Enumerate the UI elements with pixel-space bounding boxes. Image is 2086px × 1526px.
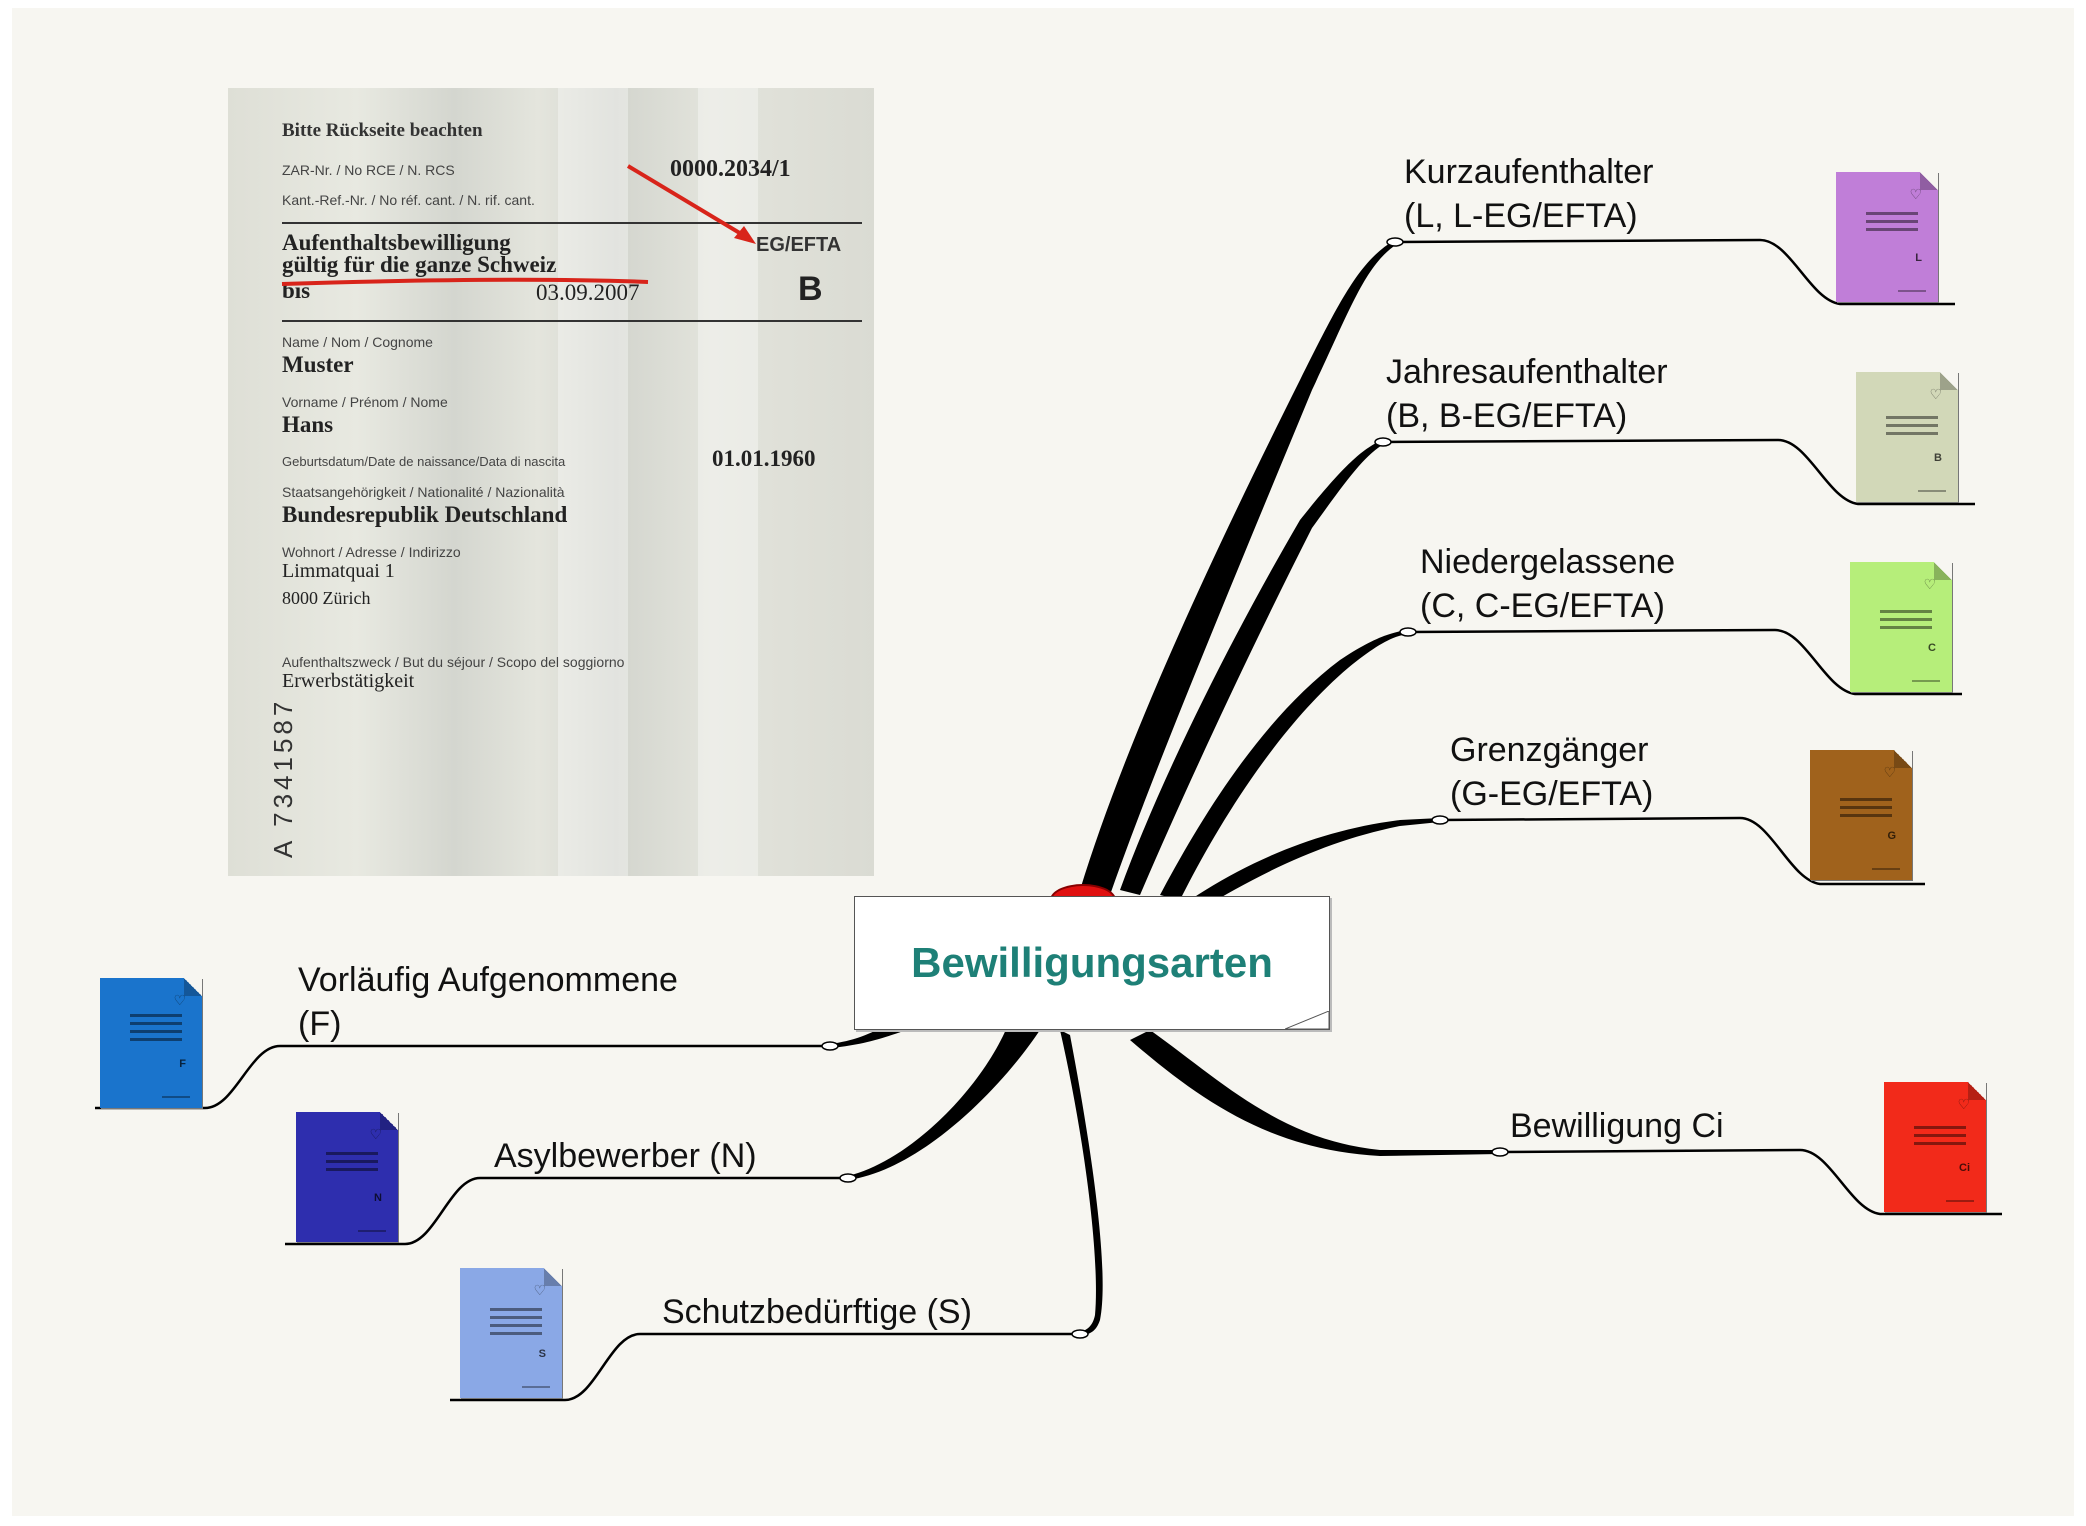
branch-asylbewerber[interactable]: Asylbewerber (N) (494, 1137, 757, 1175)
permit-valid-until: 03.09.2007 (536, 280, 640, 305)
permit-nationality: Bundesrepublik Deutschland (282, 502, 568, 527)
permit-name: Muster (282, 352, 354, 377)
permit-booklet-n-icon[interactable]: ♡ N (296, 1112, 398, 1242)
permit-zar-label: ZAR-Nr. / No RCE / N. RCS (282, 162, 455, 178)
permit-category: B (798, 270, 823, 308)
connector-nieder (1160, 630, 1408, 900)
connector-jahres (1120, 440, 1384, 895)
permit-vorname-label: Vorname / Prénom / Nome (282, 394, 448, 410)
permit-kant-label: Kant.-Ref.-Nr. / No réf. cant. / N. rif.… (282, 192, 535, 208)
permit-booklet-ci-icon[interactable]: ♡ Ci (1884, 1082, 1986, 1212)
permit-number: 0000.2034/1 (670, 156, 791, 182)
permit-title-2: gültig für die ganze Schweiz (282, 252, 557, 277)
page-fold-icon (1285, 1011, 1329, 1029)
permit-purpose: Erwerbstätigkeit (282, 670, 415, 692)
branch-grenzgaenger[interactable]: Grenzgänger (G-EG/EFTA) (1450, 731, 1654, 813)
permit-nationality-label: Staatsangehörigkeit / Nationalité / Nazi… (282, 484, 565, 500)
branch-jahresaufenthalter[interactable]: Jahresaufenthalter (B, B-EG/EFTA) (1386, 353, 1668, 435)
branch-schutzbeduerftige[interactable]: Schutzbedürftige (S) (662, 1293, 972, 1331)
branch-niedergelassene[interactable]: Niedergelassene (C, C-EG/EFTA) (1420, 543, 1676, 625)
permit-eg-efta: EG/EFTA (756, 234, 842, 256)
permit-purpose-label: Aufenthaltszweck / But du séjour / Scopo… (282, 654, 625, 670)
connector-asyl (848, 1020, 1040, 1180)
center-node[interactable]: Bewilligungsarten (854, 896, 1330, 1030)
permit-booklet-b-icon[interactable]: ♡ B (1856, 372, 1958, 502)
permit-address-label: Wohnort / Adresse / Indirizzo (282, 544, 461, 560)
permit-title-1: Aufenthaltsbewilligung (282, 230, 511, 255)
connector-ci (1130, 1030, 1500, 1156)
branch-kurzaufenthalter[interactable]: Kurzaufenthalter (L, L-EG/EFTA) (1404, 153, 1654, 235)
permit-address-2: 8000 Zürich (282, 588, 371, 608)
permit-name-label: Name / Nom / Cognome (282, 334, 433, 350)
connector-schutz (1060, 1030, 1103, 1336)
permit-vorname: Hans (282, 412, 334, 437)
permit-birth-label: Geburtsdatum/Date de naissance/Data di n… (282, 454, 566, 469)
permit-birth-date: 01.01.1960 (712, 446, 816, 471)
permit-address-1: Limmatquai 1 (282, 560, 395, 582)
permit-hint: Bitte Rückseite beachten (282, 120, 483, 141)
permit-booklet-g-icon[interactable]: ♡ G (1810, 750, 1912, 880)
connector-kurz (1080, 240, 1397, 895)
red-annotation (281, 164, 756, 286)
permit-booklet-l-icon[interactable]: ♡ L (1836, 172, 1938, 302)
permit-card-image: Bitte Rückseite beachten ZAR-Nr. / No RC… (228, 88, 874, 876)
permit-booklet-s-icon[interactable]: ♡ S (460, 1268, 562, 1398)
center-title: Bewilligungsarten (911, 939, 1273, 986)
branch-bewilligung-ci[interactable]: Bewilligung Ci (1510, 1107, 1724, 1145)
branch-vorlaeufig[interactable]: Vorläufig Aufgenommene (F) (298, 961, 678, 1043)
permit-booklet-c-icon[interactable]: ♡ C (1850, 562, 1952, 692)
permit-booklet-f-icon[interactable]: ♡ F (100, 978, 202, 1108)
